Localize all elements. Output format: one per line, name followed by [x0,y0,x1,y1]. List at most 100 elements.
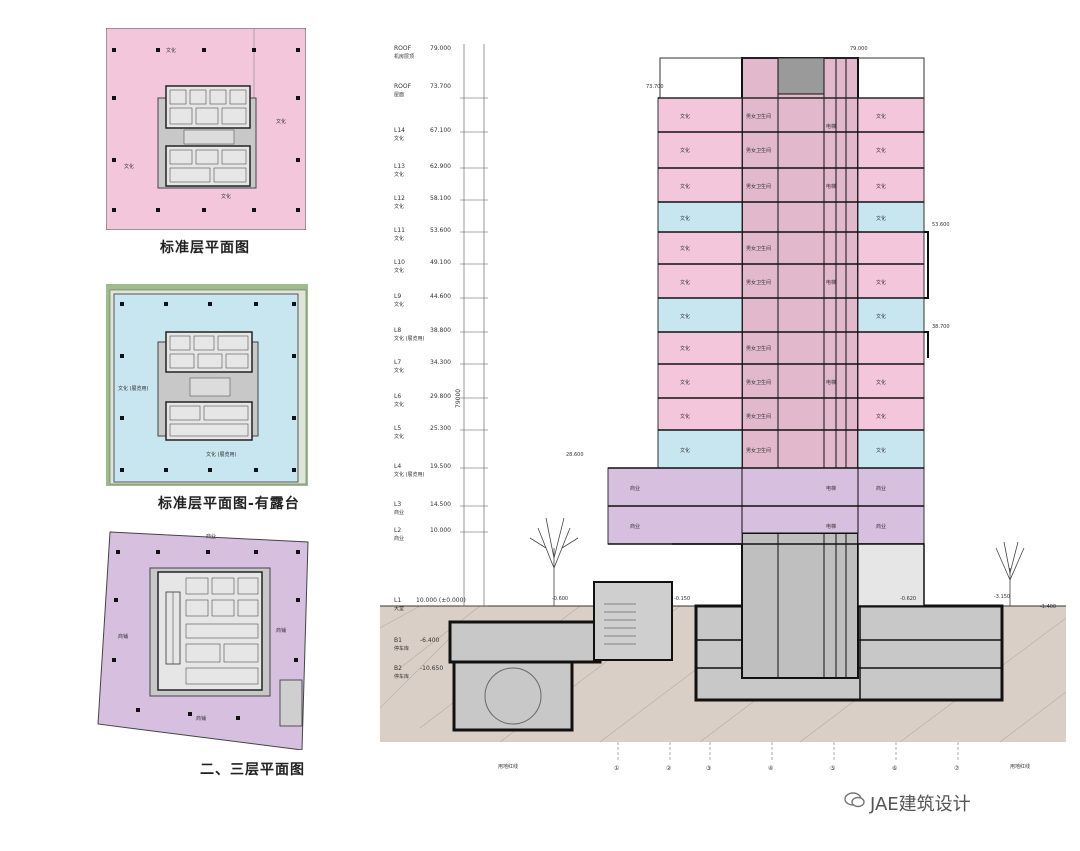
terrace-floor-plan: 文化 (展览用) 文化 (展览用) [106,284,308,486]
dimension-lines [460,44,488,607]
svg-text:商业: 商业 [630,485,640,492]
svg-text:①: ① [614,765,619,772]
svg-text:19.500: 19.500 [430,463,451,470]
standard-room-label: 文化 [221,193,231,200]
svg-text:-0.620: -0.620 [900,596,916,602]
level-marker: L6 29.800 文化 [394,393,451,408]
svg-text:文化: 文化 [394,135,404,142]
svg-text:文化: 文化 [876,447,886,454]
svg-text:L5: L5 [394,425,401,432]
terrace-room-label: 文化 (展览用) [118,385,149,392]
podium-columns [112,550,300,720]
svg-text:男女卫生间: 男女卫生间 [746,147,771,154]
property-line-right: 用地红线 [1010,763,1030,770]
tower-core [741,57,859,679]
svg-text:商业: 商业 [394,535,404,542]
section-room-labels: 文化 文化 文化 文化 文化 文化 文化 文化 文化 文化 文化 商业 商业 文… [630,113,888,568]
podium-stair-block [279,679,303,727]
level-marker: B2 -10.650 停车库 [394,665,443,680]
svg-text:L9: L9 [394,293,401,300]
svg-text:73.700: 73.700 [430,83,451,90]
tower-floor-bands [607,97,925,545]
svg-text:文化: 文化 [680,183,690,190]
svg-text:⑥: ⑥ [892,765,897,772]
level-marker: B1 -6.400 停车库 [394,637,440,652]
watermark-text: JAE建筑设计 [870,794,971,815]
svg-text:男女卫生间: 男女卫生间 [746,279,771,286]
svg-text:文化: 文化 [876,379,886,386]
svg-text:L13: L13 [394,163,405,170]
level-marker: ROOF 79.000 机房层顶 [394,45,451,60]
svg-text:⑦: ⑦ [954,765,960,772]
basement-left [448,620,602,732]
svg-text:文化: 文化 [876,113,886,120]
svg-text:49.100: 49.100 [430,259,451,266]
svg-text:文化: 文化 [394,367,404,374]
svg-text:停车库: 停车库 [394,673,409,680]
level-marker: L2 10.000 商业 [394,527,451,542]
level-marker: L3 14.500 商业 [394,501,451,516]
svg-text:文化: 文化 [680,279,690,286]
podium-room-label: 商业 [206,533,216,540]
tree-left [529,517,579,606]
svg-text:文化: 文化 [394,267,404,274]
lobby-enclosure [857,543,925,607]
svg-text:-6.400: -6.400 [420,637,440,644]
svg-text:73.700: 73.700 [646,84,664,90]
svg-text:文化 (展览用): 文化 (展览用) [394,335,425,342]
terrace-room-label: 文化 (展览用) [206,451,237,458]
svg-text:②: ② [666,765,672,772]
svg-text:文化 (展览用): 文化 (展览用) [394,471,425,478]
svg-text:文化: 文化 [680,245,690,252]
terrace-core [157,331,259,441]
svg-text:电梯: 电梯 [826,485,836,492]
svg-text:53.600: 53.600 [932,222,950,228]
standard-plan-caption: 标准层平面图 [160,240,250,256]
wechat-icon [844,792,865,808]
podium-floor-plan: 商业 商铺 商铺 商铺 [97,531,309,750]
svg-text:-1.400: -1.400 [1040,604,1056,610]
svg-text:L2: L2 [394,527,401,534]
svg-text:文化: 文化 [680,215,690,222]
svg-text:L11: L11 [394,227,405,234]
level-marker: L10 49.100 文化 [394,259,451,274]
svg-text:10.000 (±0.000): 10.000 (±0.000) [416,597,466,604]
property-line-left: 用地红线 [498,763,518,770]
svg-text:男女卫生间: 男女卫生间 [746,447,771,454]
tree-right [995,541,1025,606]
level-marker: L13 62.900 文化 [394,163,451,178]
building-section: 文化 文化 文化 文化 文化 文化 文化 文化 文化 文化 文化 商业 商业 文… [380,44,1066,772]
svg-text:文化: 文化 [680,113,690,120]
podium-room-label: 商铺 [196,715,206,722]
standard-core [157,85,257,189]
svg-text:文化: 文化 [876,215,886,222]
terrace-plan-caption: 标准层平面图-有露台 [158,496,300,512]
grid-axis-labels: ① ② ③ ④ ⑤ ⑥ ⑦ [614,765,960,772]
svg-text:文化: 文化 [394,171,404,178]
svg-text:文化: 文化 [876,147,886,154]
svg-text:大堂: 大堂 [394,605,404,612]
svg-text:文化: 文化 [680,379,690,386]
level-marker: L12 58.100 文化 [394,195,451,210]
level-marker: L5 25.300 文化 [394,425,451,440]
svg-text:文化: 文化 [876,279,886,286]
spot-elevations: 79.000 73.700 53.600 38.700 28.600 -0.60… [552,46,1056,610]
standard-room-label: 文化 [124,163,134,170]
svg-text:29.800: 29.800 [430,393,451,400]
podium-room-label: 商铺 [276,627,286,634]
svg-text:商业: 商业 [630,523,640,530]
svg-text:L8: L8 [394,327,401,334]
svg-text:文化: 文化 [876,313,886,320]
svg-text:10.000: 10.000 [430,527,451,534]
svg-text:38.800: 38.800 [430,327,451,334]
level-marker: L11 53.600 文化 [394,227,451,242]
svg-text:电梯: 电梯 [826,279,836,286]
grid-axis-lines [617,742,959,762]
level-marker: L1 10.000 (±0.000) 大堂 [394,597,466,612]
svg-text:停车库: 停车库 [394,645,409,652]
level-marker: ROOF 73.700 屋面 [394,83,451,98]
svg-text:电梯: 电梯 [826,379,836,386]
svg-text:③: ③ [706,765,711,772]
svg-text:商业: 商业 [876,485,886,492]
svg-text:机房层顶: 机房层顶 [394,53,414,60]
